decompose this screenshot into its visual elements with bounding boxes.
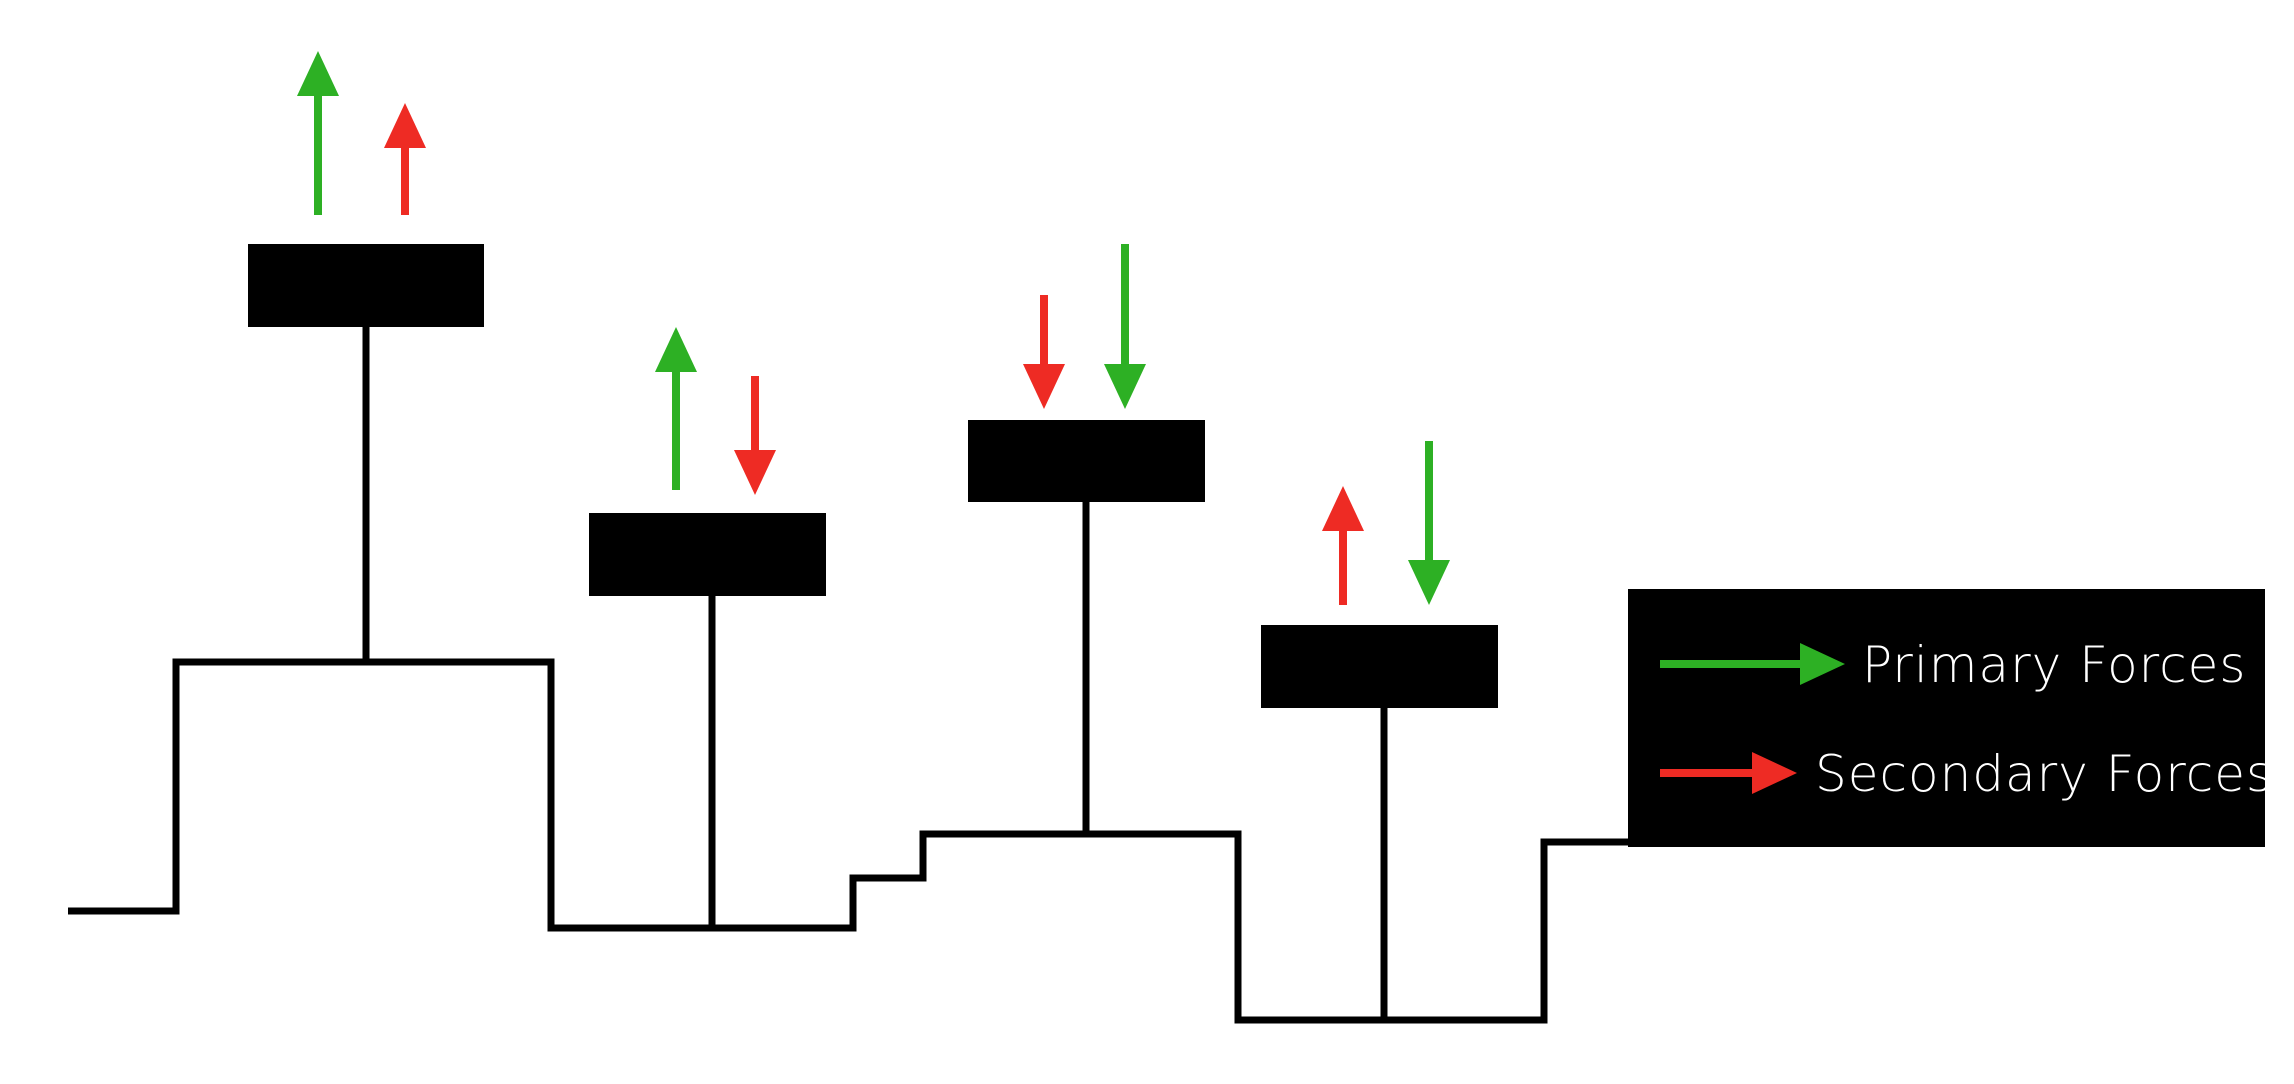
candle-4-body xyxy=(1261,625,1498,708)
candle-4-secondary-up-arrow xyxy=(1322,486,1364,605)
legend: Primary Forces Secondary Forces xyxy=(1628,589,2273,847)
candle-3-secondary-down-arrow xyxy=(1023,295,1065,409)
candle-3 xyxy=(968,420,1205,834)
candle-3-body xyxy=(968,420,1205,502)
legend-primary-arrow-icon xyxy=(1660,643,1845,685)
candle-2 xyxy=(589,513,826,928)
candle-2-secondary-down-arrow xyxy=(734,376,776,495)
stepped-baseline xyxy=(68,658,1640,1024)
candle-2-primary-up-arrow xyxy=(655,327,697,490)
legend-box xyxy=(1628,589,2265,847)
candle-1 xyxy=(248,244,484,662)
legend-primary-label: Primary Forces xyxy=(1862,636,2246,694)
candle-4 xyxy=(1261,625,1498,1020)
legend-secondary-arrow-icon xyxy=(1660,752,1797,794)
legend-secondary-label: Secondary Forces xyxy=(1815,745,2273,803)
candle-1-secondary-up-arrow xyxy=(384,103,426,215)
candle-1-primary-up-arrow xyxy=(297,51,339,215)
candle-2-body xyxy=(589,513,826,596)
candle-1-body xyxy=(248,244,484,327)
candle-4-primary-down-arrow xyxy=(1408,441,1450,605)
candle-3-primary-down-arrow xyxy=(1104,244,1146,409)
